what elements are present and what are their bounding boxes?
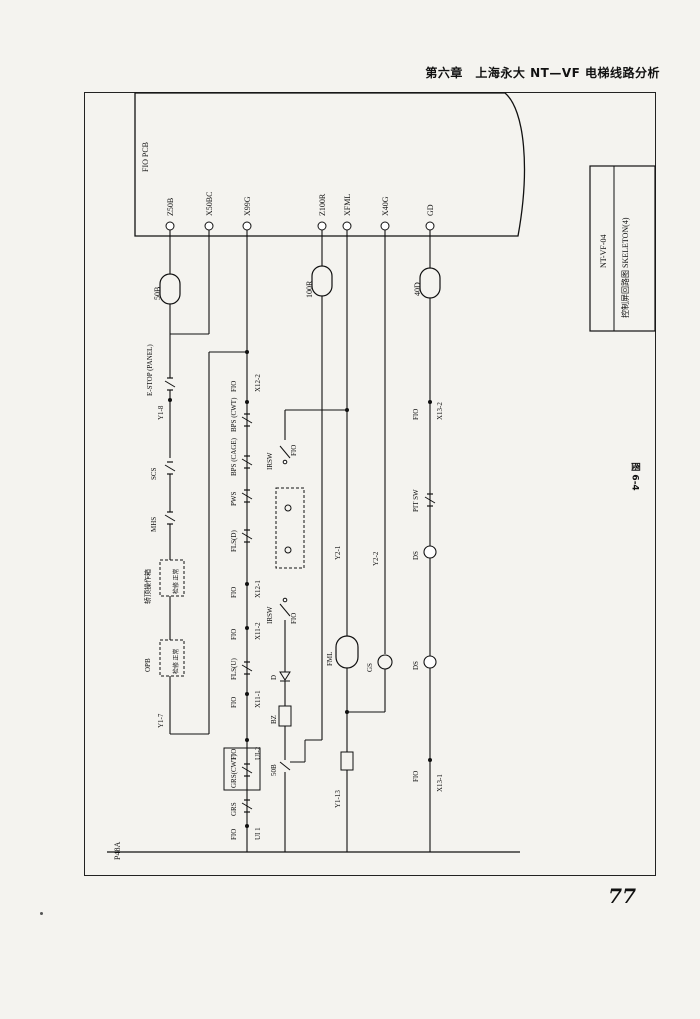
y1-7-label: Y1-7 <box>157 713 165 728</box>
svg-text:GS: GS <box>366 663 374 672</box>
row-safety-50b: 50B E-STOP (PANEL) Y1-8 SCS MHS 轿顶操作箱 检修… <box>143 230 247 735</box>
row-z100r: 100R <box>305 230 333 740</box>
coil-100r <box>311 265 333 297</box>
terminal-label: Z100R <box>318 193 327 216</box>
page-header: 第六章 上海永大 NT—VF 电梯线路分析 <box>425 66 660 80</box>
svg-text:Y2-2: Y2-2 <box>372 551 380 566</box>
terminal-x50bc <box>204 221 214 231</box>
figure-caption: 图 6-4 <box>629 462 640 491</box>
svg-text:X11-2: X11-2 <box>254 622 262 640</box>
car-top-op-box <box>159 559 185 597</box>
terminal-z50b <box>165 221 175 231</box>
svg-text:FIO: FIO <box>290 445 298 456</box>
svg-text:UI-2: UI-2 <box>254 746 262 760</box>
row-gd: 40D FIO X13-2 PIT SW DS DS FIO X13-1 <box>412 230 444 852</box>
svg-text:Y1-13: Y1-13 <box>334 790 342 808</box>
svg-text:X13-1: X13-1 <box>436 774 444 792</box>
svg-text:BPS (CWT): BPS (CWT) <box>230 397 238 432</box>
terminal-label: XFML <box>343 194 352 216</box>
svg-text:FIO: FIO <box>230 829 238 840</box>
row-safety-x99g: FIO X12-2 BPS (CWT) BPS (CAGE) PWS FLS(D… <box>223 230 262 852</box>
estop-label: E-STOP (PANEL) <box>146 344 154 396</box>
svg-text:GRS: GRS <box>230 802 238 816</box>
svg-text:FIO: FIO <box>290 613 298 624</box>
svg-text:50B: 50B <box>270 764 278 776</box>
svg-text:FIO: FIO <box>230 381 238 392</box>
terminal-label: Z50B <box>166 198 175 216</box>
terminals: Z50B X50BC X99G Z100R XFML X40G GD <box>165 192 435 231</box>
coil-50b <box>159 273 181 305</box>
coil-50b-label: 50B <box>153 287 162 300</box>
page-number: 77 <box>608 884 636 908</box>
svg-text:BPS (CAGE): BPS (CAGE) <box>230 437 238 476</box>
svg-text:PIT SW: PIT SW <box>412 489 420 512</box>
svg-text:FIO: FIO <box>230 629 238 640</box>
svg-text:X13-2: X13-2 <box>436 402 444 420</box>
terminal-x40g <box>380 221 390 231</box>
fml-coil <box>335 635 359 669</box>
fio-pcb-label: FIO PCB <box>141 142 150 172</box>
opb-label: OPB <box>144 658 152 672</box>
svg-text:40D: 40D <box>413 282 422 296</box>
terminal-x99g <box>242 221 252 231</box>
terminal-z100r <box>317 221 327 231</box>
terminal-xfml <box>342 221 352 231</box>
fio-pcb-board: FIO PCB <box>134 92 526 237</box>
svg-text:DS: DS <box>412 661 420 670</box>
svg-text:X11-1: X11-1 <box>254 690 262 708</box>
svg-text:DS: DS <box>412 551 420 560</box>
svg-text:X12-1: X12-1 <box>254 580 262 598</box>
y1-8-label: Y1-8 <box>157 405 165 420</box>
row-x40g: Y2-2 GS <box>347 230 393 713</box>
svg-text:IRSW: IRSW <box>266 606 274 624</box>
svg-text:FIO: FIO <box>412 409 420 420</box>
svg-text:D: D <box>270 675 278 680</box>
p48a-bus: P48A <box>107 842 520 860</box>
car-top-op-label: 轿顶操作箱 <box>143 569 152 604</box>
title-code: NT-VF-04 <box>599 235 608 268</box>
row-xfml: Y2-1 FML Y1-13 <box>326 230 359 852</box>
gs-contact <box>377 654 393 670</box>
svg-text:GRS(CWT): GRS(CWT) <box>230 754 238 789</box>
svg-text:FML: FML <box>326 652 334 666</box>
p48a-label: P48A <box>113 842 122 860</box>
mhs-label: MHS <box>150 517 158 532</box>
title-block: NT-VF-04 控制屏回路图 SKELETON(4) <box>589 165 656 332</box>
svg-text:FIO: FIO <box>412 771 420 782</box>
svg-text:FIO: FIO <box>230 587 238 598</box>
svg-text:FIO: FIO <box>230 697 238 708</box>
svg-text:FLS(D): FLS(D) <box>230 530 238 552</box>
opb-box <box>159 639 185 677</box>
svg-text:PWS: PWS <box>230 492 238 507</box>
scs-label: SCS <box>150 467 158 480</box>
svg-text:UI 1: UI 1 <box>254 827 262 840</box>
svg-text:Y2-1: Y2-1 <box>334 545 342 560</box>
svg-text:100R: 100R <box>305 280 314 298</box>
terminal-label: X40G <box>381 196 390 216</box>
car-top-op-modes: 检修 正常 <box>172 568 180 594</box>
terminal-label: X50BC <box>205 192 214 216</box>
coil-40d <box>419 267 441 299</box>
terminal-label: GD <box>426 204 435 216</box>
svg-text:IRSW: IRSW <box>266 452 274 470</box>
title-name: 控制屏回路图 SKELETON(4) <box>620 217 630 318</box>
margin-dot <box>40 912 43 915</box>
svg-text:BZ: BZ <box>270 715 278 724</box>
svg-text:X12-2: X12-2 <box>254 374 262 392</box>
terminal-label: X99G <box>243 196 252 216</box>
svg-text:FLS(U): FLS(U) <box>230 658 238 680</box>
svg-text:FIO: FIO <box>230 749 238 760</box>
opb-modes: 检修 正常 <box>172 648 180 674</box>
row-inspection: FIO IRSW IRSW FIO D BZ 50B <box>266 409 347 852</box>
terminal-gd <box>425 221 435 231</box>
